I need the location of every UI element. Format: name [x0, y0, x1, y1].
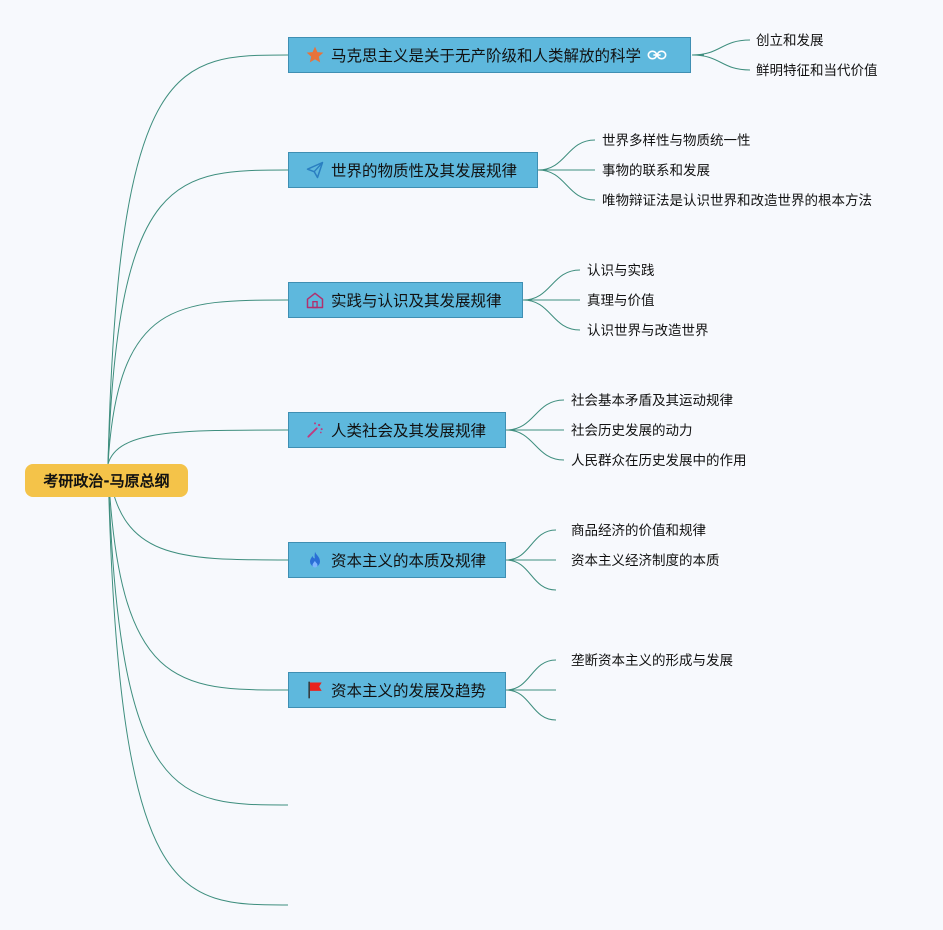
root-label: 考研政治-马原总纲: [43, 472, 170, 490]
leaf-edge: [505, 529, 557, 561]
leaf-edge: [522, 269, 581, 301]
leaf-item[interactable]: 商品经济的价值和规律: [571, 523, 706, 539]
leaf-item[interactable]: 唯物辩证法是认识世界和改造世界的根本方法: [602, 193, 872, 209]
leaf-edge: [691, 39, 751, 56]
branch-node-capitalism-development[interactable]: 资本主义的发展及趋势: [288, 672, 506, 708]
branch-label: 资本主义的本质及规律: [331, 552, 487, 570]
root-edge: [107, 463, 289, 906]
root-edge: [107, 54, 289, 465]
branch-label: 资本主义的发展及趋势: [331, 682, 487, 700]
leaf-edge: [505, 399, 565, 431]
leaf-item[interactable]: 人民群众在历史发展中的作用: [571, 453, 747, 469]
root-edge: [107, 169, 289, 465]
magic-wand-icon: [305, 420, 325, 440]
leaf-edge: [537, 139, 596, 171]
branch-label: 世界的物质性及其发展规律: [331, 162, 518, 180]
root-edge: [107, 299, 289, 465]
leaf-item[interactable]: 资本主义经济制度的本质: [571, 553, 720, 569]
leaf-item[interactable]: 认识世界与改造世界: [587, 323, 709, 339]
branch-label: 马克思主义是关于无产阶级和人类解放的科学: [331, 47, 642, 65]
root-node[interactable]: 考研政治-马原总纲: [25, 464, 188, 497]
leaf-item[interactable]: 社会基本矛盾及其运动规律: [571, 393, 733, 409]
branch-node-material-world[interactable]: 世界的物质性及其发展规律: [288, 152, 538, 188]
leaf-edge: [691, 54, 751, 71]
leaf-item[interactable]: 鲜明特征和当代价值: [756, 63, 878, 79]
star-icon: [305, 45, 325, 65]
leaf-edge: [505, 659, 557, 691]
leaf-edge: [505, 429, 565, 461]
leaf-edge: [522, 299, 581, 331]
branch-node-human-society[interactable]: 人类社会及其发展规律: [288, 412, 506, 448]
branch-node-capitalism-essence[interactable]: 资本主义的本质及规律: [288, 542, 506, 578]
paper-plane-icon: [305, 160, 325, 180]
leaf-item[interactable]: 垄断资本主义的形成与发展: [571, 653, 733, 669]
root-edge: [107, 463, 289, 691]
link-icon[interactable]: [647, 45, 667, 65]
leaf-item[interactable]: 创立和发展: [756, 33, 824, 49]
leaf-edge: [505, 689, 557, 721]
branch-node-practice-cognition[interactable]: 实践与认识及其发展规律: [288, 282, 523, 318]
fire-icon: [305, 550, 325, 570]
flag-icon: [305, 680, 325, 700]
leaf-edge: [505, 559, 557, 591]
house-icon: [305, 290, 325, 310]
root-edge: [107, 463, 289, 806]
branch-node-marxism-science[interactable]: 马克思主义是关于无产阶级和人类解放的科学: [288, 37, 691, 73]
leaf-item[interactable]: 世界多样性与物质统一性: [602, 133, 751, 149]
branch-label: 实践与认识及其发展规律: [331, 292, 502, 310]
leaf-item[interactable]: 真理与价值: [587, 293, 655, 309]
root-edge: [107, 429, 289, 465]
leaf-item[interactable]: 事物的联系和发展: [602, 163, 710, 179]
leaf-item[interactable]: 认识与实践: [587, 263, 655, 279]
leaf-edge: [537, 169, 596, 201]
leaf-item[interactable]: 社会历史发展的动力: [571, 423, 693, 439]
branch-label: 人类社会及其发展规律: [331, 422, 487, 440]
